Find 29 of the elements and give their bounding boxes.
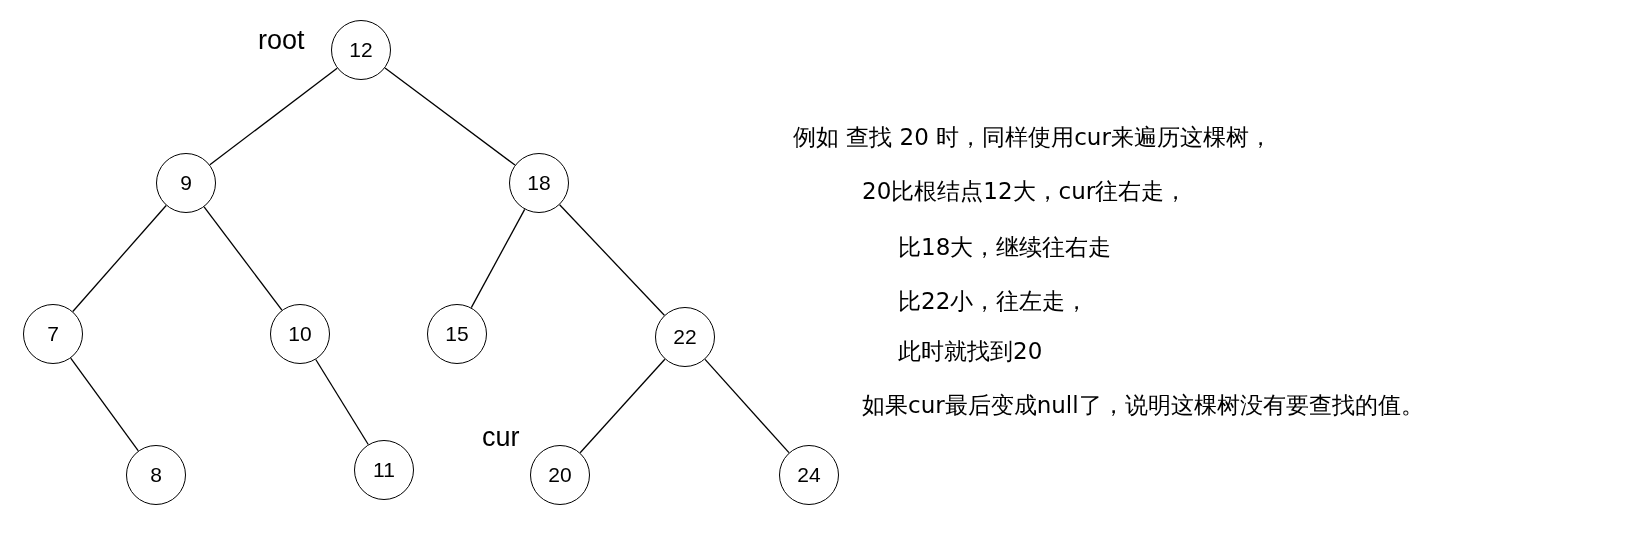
tree-edge — [704, 358, 790, 454]
tree-node-circle: 18 — [509, 153, 569, 213]
tree-node-circle: 7 — [23, 304, 83, 364]
tree-node-circle: 8 — [126, 445, 186, 505]
tree-edge — [209, 67, 338, 166]
tree-edge — [384, 67, 516, 166]
explanation-text: 如果cur最后变成null了，说明这棵树没有要查找的值。 — [862, 392, 1424, 420]
tree-edge — [70, 357, 139, 452]
tree-node-circle: 20 — [530, 445, 590, 505]
tree-node-circle: 24 — [779, 445, 839, 505]
explanation-text: 20比根结点12大，cur往右走， — [862, 178, 1188, 206]
pointer-label: root — [258, 25, 305, 56]
explanation-text: 例如 查找 20 时，同样使用cur来遍历这棵树， — [793, 124, 1272, 152]
tree-node-circle: 12 — [331, 20, 391, 80]
tree-edge — [315, 358, 369, 446]
tree-node-circle: 9 — [156, 153, 216, 213]
tree-edge — [579, 358, 666, 454]
explanation-text: 此时就找到20 — [898, 338, 1043, 366]
tree-node-circle: 10 — [270, 304, 330, 364]
tree-edge — [72, 204, 167, 313]
tree-node-circle: 22 — [655, 307, 715, 367]
tree-edge — [559, 204, 665, 316]
explanation-text: 比18大，继续往右走 — [898, 234, 1112, 262]
explanation-text: 比22小，往左走， — [898, 288, 1089, 316]
pointer-label: cur — [482, 422, 520, 453]
tree-node-circle: 15 — [427, 304, 487, 364]
tree-edge — [203, 206, 283, 311]
tree-node-circle: 11 — [354, 440, 414, 500]
tree-edge — [470, 208, 526, 309]
